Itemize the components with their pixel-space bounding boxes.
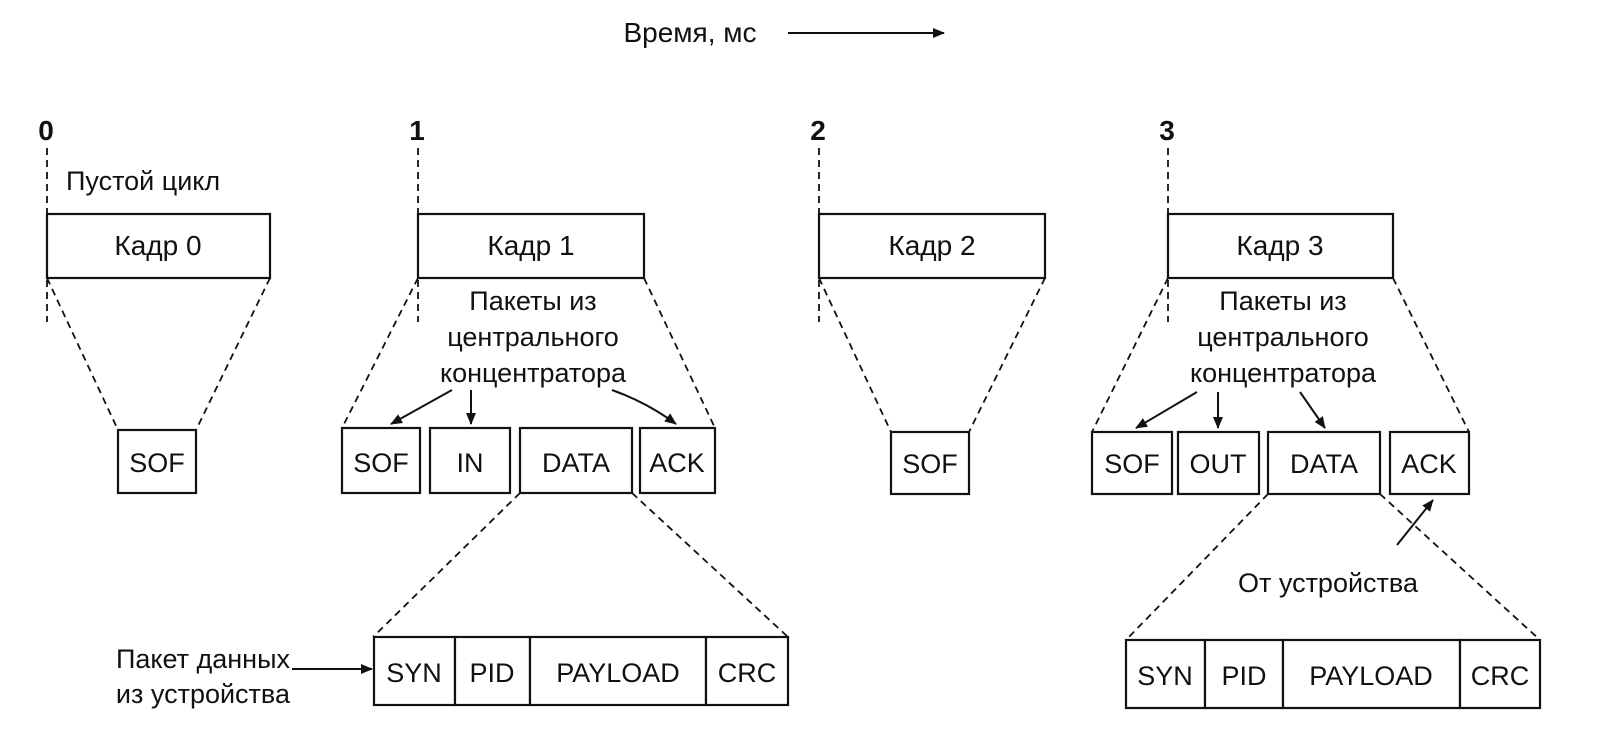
- frame-1: Кадр 1 Пакеты из центрального концентрат…: [340, 212, 789, 638]
- data-zoom-right-f3: [1379, 493, 1541, 641]
- packet-sof-f3-label: SOF: [1104, 449, 1160, 479]
- packet-data-f3-label: DATA: [1290, 449, 1358, 479]
- host-note-f3-line2: центрального: [1197, 322, 1369, 352]
- packet-ack-f1-label: ACK: [649, 448, 705, 478]
- field-payload-f3: [1281, 638, 1462, 710]
- packet-ack-f3: [1388, 430, 1471, 496]
- packet-sof-f0: [116, 428, 198, 495]
- time-axis: Время, мс: [623, 17, 945, 48]
- device-arrow-ack-f3: [1396, 499, 1434, 546]
- tick-label-2: 2: [810, 115, 826, 146]
- data-packet-f3: SYN PID PAYLOAD CRC: [1124, 638, 1542, 710]
- packet-in-f1: [428, 426, 512, 495]
- frame-0-zoom-right: [195, 277, 271, 431]
- packet-sof-f1: [340, 426, 422, 495]
- field-crc-f3-label: CRC: [1471, 661, 1530, 691]
- frame-1-zoom-left: [341, 277, 419, 429]
- data-packet-caption-line1: Пакет данных: [116, 644, 291, 674]
- frame-2-zoom-right: [968, 277, 1046, 433]
- host-arrow-ack-f1: [611, 389, 677, 425]
- field-pid-f1-label: PID: [469, 658, 514, 688]
- packet-sof-f1-label: SOF: [353, 448, 409, 478]
- packet-in-f1-label: IN: [457, 448, 484, 478]
- frame-label-1: Кадр 1: [487, 230, 574, 261]
- frame-label-0: Кадр 0: [114, 230, 201, 261]
- tick-label-3: 3: [1159, 115, 1175, 146]
- field-pid-f1: [453, 635, 532, 707]
- frame-2-zoom-left: [818, 277, 892, 433]
- field-syn-f3-label: SYN: [1137, 661, 1193, 691]
- frame-0-zoom-left: [46, 277, 119, 431]
- field-crc-f3: [1458, 638, 1542, 710]
- frame-0: Пустой цикл Кадр 0 SOF: [45, 166, 272, 495]
- frame-1-zoom-right: [643, 277, 716, 429]
- packet-sof-f2-label: SOF: [902, 449, 958, 479]
- data-packet-f1: Пакет данных из устройства SYN PID PAYLO…: [116, 635, 790, 709]
- packet-data-f1-label: DATA: [542, 448, 610, 478]
- frame-box-3: [1166, 212, 1395, 280]
- field-pid-f3: [1203, 638, 1285, 710]
- frame-box-0: [45, 212, 272, 280]
- host-note-f1-line1: Пакеты из: [469, 286, 596, 316]
- frame-box-1: [416, 212, 646, 280]
- host-arrow-data-f3: [1299, 391, 1326, 429]
- host-note-f1-line3: концентратора: [440, 358, 627, 388]
- data-zoom-right-f1: [631, 492, 789, 638]
- frame-3-zoom-right: [1392, 277, 1470, 433]
- frame-label-3: Кадр 3: [1236, 230, 1323, 261]
- host-note-f3-line3: концентратора: [1190, 358, 1377, 388]
- empty-cycle-note: Пустой цикл: [66, 166, 220, 196]
- packet-sof-f2: [889, 430, 971, 496]
- packet-out-f3: [1176, 430, 1261, 496]
- packet-sof-f0-label: SOF: [129, 448, 185, 478]
- packet-data-f1: [518, 426, 634, 495]
- host-arrow-sof-f1: [390, 389, 453, 425]
- data-zoom-left-f3: [1125, 493, 1269, 641]
- frame-box-2: [817, 212, 1047, 280]
- field-payload-f1-label: PAYLOAD: [556, 658, 680, 688]
- packet-ack-f1: [638, 426, 717, 495]
- frame-2: Кадр 2 SOF: [817, 212, 1047, 496]
- field-payload-f3-label: PAYLOAD: [1309, 661, 1433, 691]
- field-syn-f3: [1124, 638, 1207, 710]
- time-axis-label: Время, мс: [623, 17, 756, 48]
- host-arrow-sof-f3: [1135, 391, 1198, 429]
- frame-label-2: Кадр 2: [888, 230, 975, 261]
- field-pid-f3-label: PID: [1221, 661, 1266, 691]
- packet-ack-f3-label: ACK: [1401, 449, 1457, 479]
- field-crc-f1: [704, 635, 790, 707]
- device-note-f3: От устройства: [1238, 568, 1419, 598]
- packet-sof-f3: [1090, 430, 1174, 496]
- packet-data-f3: [1266, 430, 1382, 496]
- data-zoom-left-f1: [372, 492, 521, 638]
- field-crc-f1-label: CRC: [718, 658, 777, 688]
- frame-3-zoom-left: [1091, 277, 1169, 433]
- packet-out-f3-label: OUT: [1190, 449, 1247, 479]
- frame-3: Кадр 3 Пакеты из центрального концентрат…: [1090, 212, 1541, 641]
- tick-label-0: 0: [38, 115, 54, 146]
- host-note-f3-line1: Пакеты из: [1219, 286, 1346, 316]
- tick-label-1: 1: [409, 115, 425, 146]
- field-syn-f1-label: SYN: [386, 658, 442, 688]
- data-packet-caption-line2: из устройства: [116, 679, 291, 709]
- host-note-f1-line2: центрального: [447, 322, 619, 352]
